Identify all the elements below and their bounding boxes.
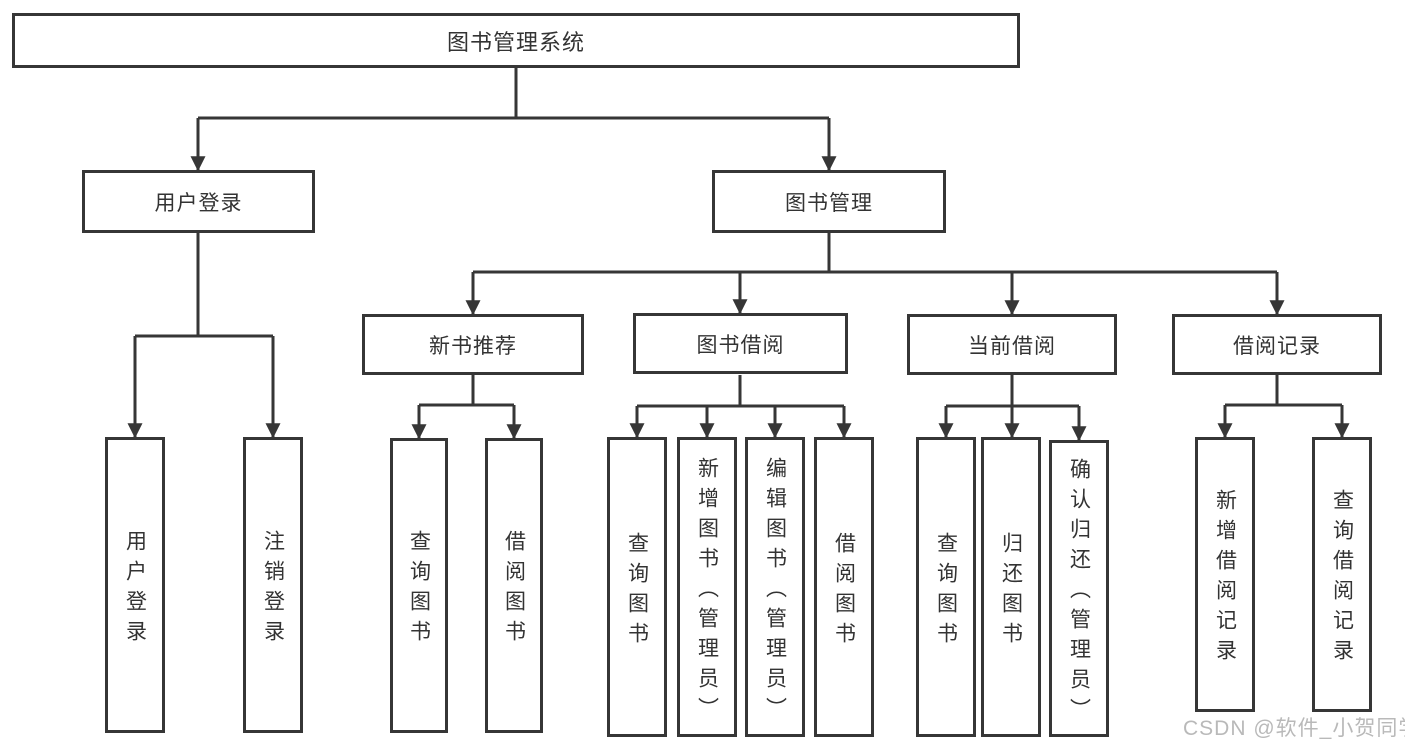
csdn-watermark: CSDN @软件_小贺同学 [1183, 717, 1405, 740]
connector-new-book-bar [419, 375, 514, 407]
leaf-cb-return-books: 归还图书 [981, 437, 1041, 737]
node-borrowing-records: 借阅记录 [1172, 314, 1382, 375]
node-current-borrowing: 当前借阅 [907, 314, 1117, 375]
node-book-borrowing-label: 图书借阅 [696, 333, 785, 357]
node-user-login-group-label: 用户登录 [154, 191, 243, 215]
leaf-bb-borrow-books: 借阅图书 [814, 437, 874, 737]
leaf-cb-confirm-return-admin-label: 确认归还（管理员） [1067, 458, 1091, 728]
leaf-br-query-record: 查询借阅记录 [1312, 437, 1372, 712]
connector-user-login-bar [135, 233, 273, 338]
node-user-login-group: 用户登录 [82, 170, 315, 233]
node-borrowing-records-label: 借阅记录 [1233, 334, 1321, 358]
leaf-bb-edit-book-admin-label: 编辑图书（管理员） [763, 456, 787, 727]
leaf-bb-edit-book-admin: 编辑图书（管理员） [745, 437, 805, 737]
node-new-book-recommend: 新书推荐 [362, 314, 584, 375]
node-book-management: 图书管理 [712, 170, 946, 233]
leaf-bb-query-books: 查询图书 [607, 437, 667, 737]
node-book-management-label: 图书管理 [785, 191, 873, 215]
node-root-label: 图书管理系统 [446, 29, 585, 55]
leaf-br-add-record: 新增借阅记录 [1195, 437, 1255, 712]
leaf-user-login-label: 用户登录 [123, 529, 147, 650]
node-current-borrowing-label: 当前借阅 [968, 334, 1056, 358]
leaf-bb-query-books-label: 查询图书 [625, 531, 649, 652]
node-root: 图书管理系统 [12, 13, 1020, 68]
connector-current-borrow-bar [946, 375, 1079, 408]
leaf-br-query-record-label: 查询借阅记录 [1330, 489, 1354, 669]
connector-book-borrow-bar [637, 375, 844, 408]
connector-book-mgmt-bar [473, 233, 1277, 274]
leaf-nbr-borrow-books: 借阅图书 [485, 438, 543, 733]
leaf-bb-borrow-books-label: 借阅图书 [832, 531, 856, 652]
leaf-cb-query-books-label: 查询图书 [934, 531, 958, 652]
leaf-nbr-query-books-label: 查询图书 [407, 530, 431, 650]
leaf-cb-query-books: 查询图书 [916, 437, 976, 737]
connector-root-bar [198, 68, 829, 120]
leaf-bb-add-book-admin-label: 新增图书（管理员） [695, 456, 719, 727]
leaf-nbr-query-books: 查询图书 [390, 438, 448, 733]
leaf-nbr-borrow-books-label: 借阅图书 [502, 530, 526, 650]
node-new-book-recommend-label: 新书推荐 [429, 334, 517, 358]
leaf-br-add-record-label: 新增借阅记录 [1213, 489, 1237, 669]
leaf-logout-label: 注销登录 [261, 529, 285, 650]
leaf-bb-add-book-admin: 新增图书（管理员） [677, 437, 737, 737]
node-book-borrowing: 图书借阅 [633, 313, 848, 374]
leaf-cb-return-books-label: 归还图书 [999, 531, 1023, 652]
leaf-logout: 注销登录 [243, 437, 303, 733]
leaf-user-login: 用户登录 [105, 437, 165, 733]
connector-borrow-records-bar [1225, 375, 1342, 407]
leaf-cb-confirm-return-admin: 确认归还（管理员） [1049, 440, 1109, 737]
